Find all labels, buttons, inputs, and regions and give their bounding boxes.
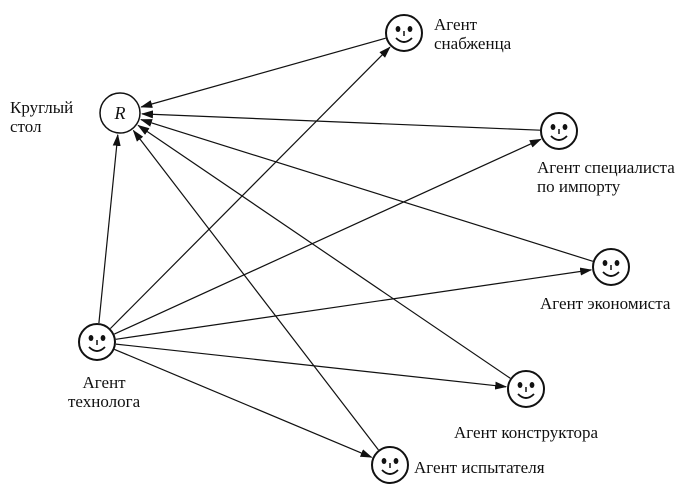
technologist-agent-label: Агент технолога [68,373,141,411]
economist-agent-label: Агент экономиста [540,294,671,313]
edge-import-to-hub [141,110,541,131]
edge-technologist-to-import [114,138,542,335]
edge-technologist-to-tester [114,348,373,458]
nodes: R [78,14,630,484]
edge-technologist-to-economist [115,267,593,340]
hub-label: Круглый стол [10,98,74,136]
import-agent-smiley-icon [540,112,578,150]
round-table-node: R [99,92,141,134]
import-agent-label: Агент специалиста по импорту [537,158,675,196]
edge-supplier-to-hub [140,37,386,108]
round-table-circle [99,92,141,134]
designer-agent-label: Агент конструктора [454,423,599,442]
edge-designer-to-hub [137,124,511,379]
technologist-agent-smiley-icon [78,323,116,361]
tester-agent-label: Агент испытателя [414,458,545,477]
tester-agent-smiley-icon [371,446,409,484]
edge-technologist-to-supplier [109,46,391,329]
supplier-agent-label: Агент снабженца [434,15,512,53]
supplier-agent-smiley-icon [385,14,423,52]
edge-technologist-to-hub [98,133,121,324]
edge-technologist-to-designer [115,343,508,390]
economist-agent-smiley-icon [592,248,630,286]
edges [98,37,594,458]
designer-agent-smiley-icon [507,370,545,408]
edge-tester-to-hub [132,129,379,451]
edge-economist-to-hub [140,119,594,262]
round-table-letter: R [114,103,126,123]
